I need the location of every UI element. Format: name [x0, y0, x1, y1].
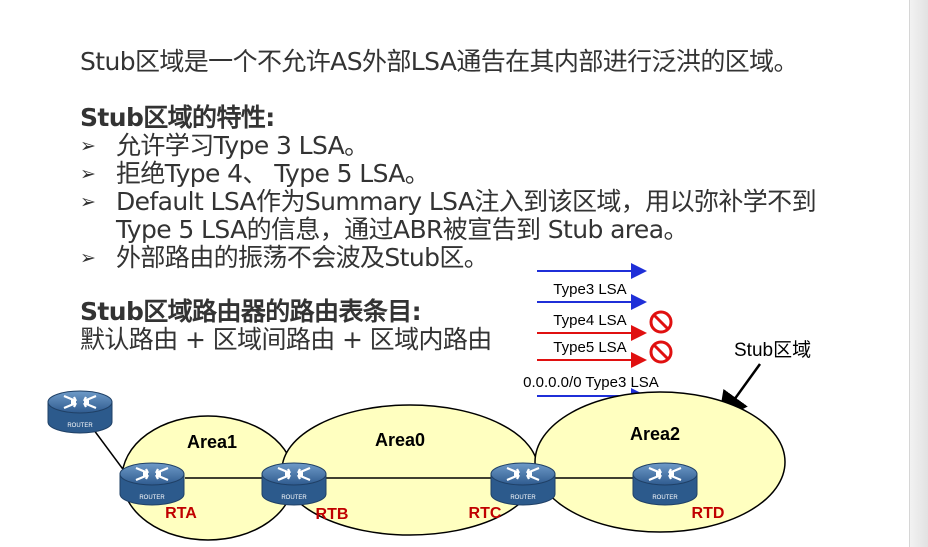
- feature-item-text: 外部路由的振荡不会波及Stub区。: [116, 243, 489, 272]
- feature-item: 拒绝Type 4、 Type 5 LSA。: [80, 160, 816, 188]
- router-badge-label: ROUTER: [652, 495, 678, 501]
- intro-sentence: Stub区域是一个不允许AS外部LSA通告在其内部进行泛洪的区域。: [80, 47, 799, 76]
- type5-blocked-icon: [649, 340, 673, 364]
- feature-item-continuation: Type 5 LSA的信息，通过ABR被宣告到 Stub area。: [116, 215, 688, 244]
- default-route-lsa-label: 0.0.0.0/0 Type3 LSA: [523, 374, 659, 391]
- router-badge-label: ROUTER: [281, 495, 307, 501]
- rtc-label: RTC: [469, 505, 502, 522]
- router-rtb-icon: ROUTER: [260, 461, 328, 507]
- router-badge-label: ROUTER: [67, 423, 93, 429]
- type4-lsa-label: Type4 LSA: [553, 312, 626, 329]
- feature-item: Default LSA作为Summary LSA注入到该区域，用以弥补学不到: [80, 187, 817, 216]
- type5-lsa-label: Type5 LSA: [553, 339, 626, 356]
- stub-area-label: Stub区域: [734, 339, 811, 361]
- router-rta-icon: ROUTER: [118, 461, 186, 507]
- lsa-legend: Type3 LSA Type4 LSA Type5 LSA 0.0.0.0/0 …: [523, 263, 673, 404]
- area2-ellipse: [534, 391, 786, 533]
- router-rtd-icon: ROUTER: [631, 461, 699, 507]
- stub-features-section: Stub区域的特性: 允许学习Type 3 LSA。 拒绝Type 4、 Typ…: [80, 103, 817, 272]
- feature-item-text: 拒绝Type 4、 Type 5 LSA。: [116, 159, 430, 188]
- router-badge-label: ROUTER: [139, 495, 165, 501]
- feature-item-text: Default LSA作为Summary LSA注入到该区域，用以弥补学不到: [116, 187, 817, 216]
- rtd-label: RTD: [692, 505, 725, 522]
- feature-item: 外部路由的振荡不会波及Stub区。: [80, 244, 816, 272]
- router-rtc-icon: ROUTER: [489, 461, 557, 507]
- window-scrollbar[interactable]: [909, 0, 928, 547]
- routing-table-heading: Stub区域路由器的路由表条目:: [80, 297, 422, 326]
- routing-table-line: 默认路由 + 区域间路由 + 区域内路由: [80, 325, 492, 354]
- routing-table-section: Stub区域路由器的路由表条目: 默认路由 + 区域间路由 + 区域内路由: [80, 298, 492, 354]
- feature-item: 允许学习Type 3 LSA。: [80, 132, 816, 160]
- type4-blocked-icon: [649, 310, 673, 334]
- area2-label: Area2: [630, 424, 680, 444]
- rtb-label: RTB: [316, 506, 349, 523]
- type3-lsa-label: Type3 LSA: [553, 281, 626, 298]
- external-router-icon: ROUTER: [46, 389, 114, 435]
- area1-label: Area1: [187, 432, 237, 452]
- intro-text-block: Stub区域是一个不允许AS外部LSA通告在其内部进行泛洪的区域。: [80, 47, 799, 76]
- feature-item-text: 允许学习Type 3 LSA。: [116, 131, 369, 160]
- features-heading: Stub区域的特性:: [80, 103, 275, 132]
- area0-label: Area0: [375, 430, 425, 450]
- router-badge-label: ROUTER: [510, 495, 536, 501]
- rta-label: RTA: [165, 505, 197, 522]
